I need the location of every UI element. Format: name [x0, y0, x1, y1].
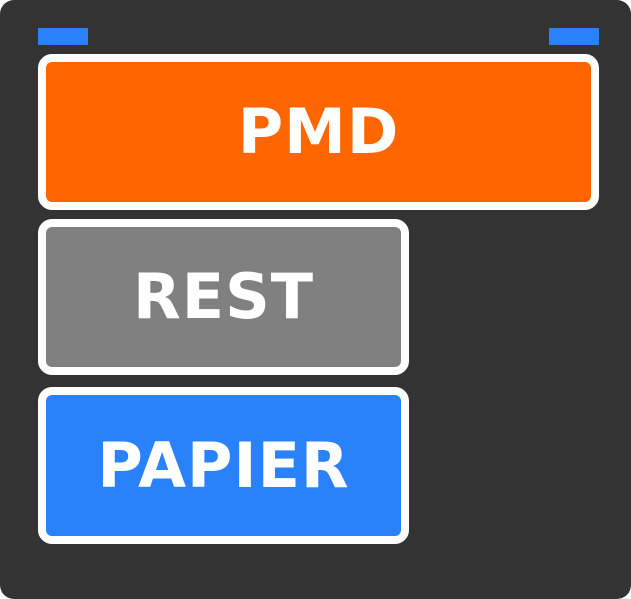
left-status-indicator: [38, 28, 88, 45]
pmd-bin-label: PMD: [237, 95, 400, 168]
pmd-bin-button[interactable]: PMD: [38, 54, 599, 210]
papier-bin-button[interactable]: PAPIER: [38, 387, 409, 544]
right-status-indicator: [549, 28, 599, 45]
rest-bin-label: REST: [132, 260, 315, 333]
rest-bin-button[interactable]: REST: [38, 219, 409, 375]
papier-bin-label: PAPIER: [97, 428, 350, 502]
